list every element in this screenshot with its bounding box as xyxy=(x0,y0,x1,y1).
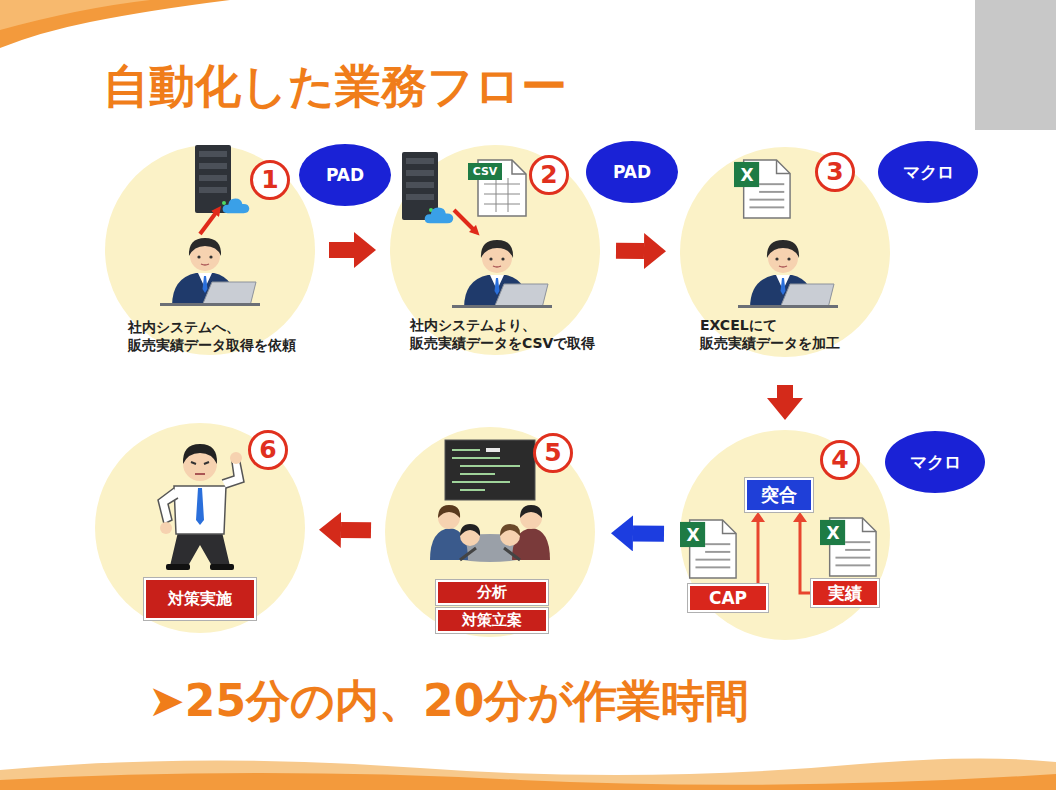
tool-name: PAD xyxy=(326,165,364,185)
summary-caption: ➤25分の内、20分が作業時間 xyxy=(148,672,749,731)
corner-swoosh xyxy=(0,0,150,30)
cloud-icon xyxy=(425,208,454,224)
tool-badge: PAD xyxy=(586,141,678,203)
request-arrow xyxy=(200,210,218,234)
box-label: 突合 xyxy=(761,483,797,507)
box-label: 分析 xyxy=(477,583,507,602)
data-tag: CAP xyxy=(688,584,768,612)
flow-arrow xyxy=(329,242,354,258)
callout-number: 4 xyxy=(820,440,860,480)
step-description: 社内システムより、 販売実績データをCSVで取得 xyxy=(410,316,635,352)
merge-arrow xyxy=(757,522,760,584)
csv-icon xyxy=(468,160,526,216)
action-box: 対策実施 xyxy=(144,578,256,620)
meeting-illustration xyxy=(430,440,550,562)
bottom-wave xyxy=(0,758,1056,790)
callout-number: 1 xyxy=(250,160,290,200)
tool-name: マクロ xyxy=(903,161,954,184)
box-label: 対策実施 xyxy=(168,589,232,610)
match-box: 突合 xyxy=(745,478,813,512)
callout-number: 2 xyxy=(529,155,569,195)
data-tag: 実績 xyxy=(811,579,879,607)
worker-rolling-sleeves xyxy=(158,444,244,570)
flow-arrow xyxy=(616,243,644,259)
tool-badge: マクロ xyxy=(885,431,985,493)
tool-badge: マクロ xyxy=(878,141,978,203)
callout-number: 3 xyxy=(815,152,855,192)
bottom-wave xyxy=(0,773,1056,790)
tool-name: マクロ xyxy=(910,451,961,474)
callout-number: 5 xyxy=(533,433,573,473)
server-icon xyxy=(195,145,231,213)
slide-title: 自動化した業務フロー xyxy=(103,56,567,118)
box-label: 対策立案 xyxy=(462,611,522,630)
file-type-tag: CSV xyxy=(468,163,502,180)
callout-number: 6 xyxy=(248,430,288,470)
tool-name: PAD xyxy=(613,162,651,182)
download-arrow xyxy=(454,210,476,232)
flow-arrow xyxy=(633,525,664,541)
corner-swoosh xyxy=(0,0,230,48)
office-worker xyxy=(738,240,838,308)
box-label: CAP xyxy=(709,588,747,608)
flow-arrow xyxy=(341,522,371,538)
task-box: 分析 xyxy=(436,580,548,605)
cloud-icon xyxy=(223,199,250,214)
excel-icon xyxy=(820,518,876,576)
merge-arrow xyxy=(800,522,811,593)
box-label: 実績 xyxy=(828,582,862,605)
excel-mark: X xyxy=(680,522,706,548)
excel-icon xyxy=(680,520,736,578)
step-description: EXCELにて 販売実績データを加工 xyxy=(700,316,900,352)
tool-badge: PAD xyxy=(299,144,391,206)
excel-mark: X xyxy=(734,162,760,188)
flow-arrow xyxy=(777,385,793,398)
task-box: 対策立案 xyxy=(436,608,548,633)
excel-mark: X xyxy=(820,520,846,546)
excel-icon xyxy=(734,160,790,218)
step-description: 社内システムへ、 販売実績データ取得を依頼 xyxy=(128,318,343,354)
office-worker xyxy=(160,238,260,306)
office-worker xyxy=(452,240,552,308)
grey-panel xyxy=(975,0,1056,130)
